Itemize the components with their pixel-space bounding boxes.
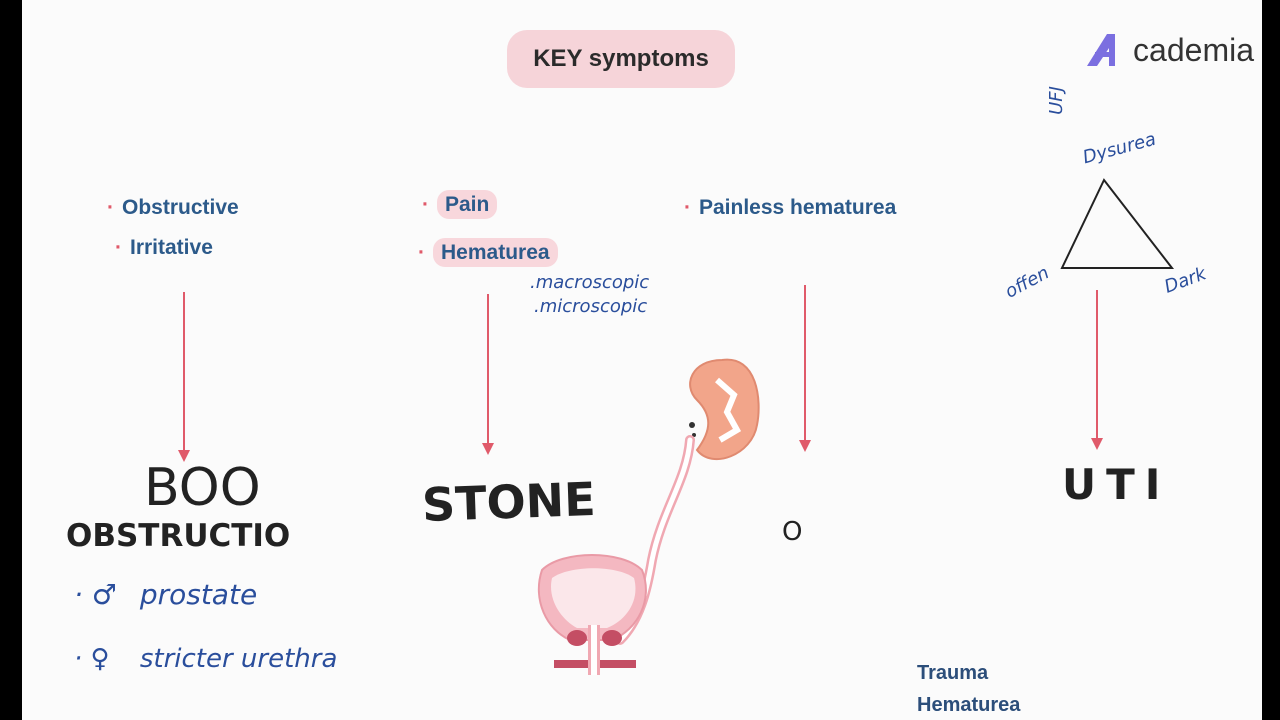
symptom-irritative: ·Irritative [115, 236, 213, 259]
uti-triangle-icon [1060, 178, 1175, 269]
page-title: KEY symptoms [507, 30, 735, 88]
arrow-obstructive-icon [178, 292, 190, 462]
footer-hematurea: Hematurea [917, 694, 1021, 716]
cause-prostate: · ♂ prostate [74, 578, 258, 611]
male-symbol-icon: ♂ [91, 578, 117, 611]
note-microscopic: .microscopic [534, 296, 648, 317]
diagnosis-uti: UTI [1062, 460, 1171, 509]
symptom-painless-hematurea: ·Painless hematurea [684, 196, 897, 219]
arrow-painless-icon [799, 285, 811, 452]
symptom-hematurea: ·Hematurea [418, 238, 558, 267]
footer-trauma: Trauma [917, 662, 989, 684]
diagnosis-obstruction: OBSTRUCTIO [66, 518, 291, 554]
logo-text: cademia [1133, 31, 1254, 68]
bladder-icon [537, 554, 647, 675]
arrow-uti-icon [1091, 290, 1103, 450]
symptom-obstructive: ·Obstructive [107, 196, 239, 219]
female-symbol-icon: ♀ [90, 644, 110, 674]
note-macroscopic: .macroscopic [530, 272, 650, 293]
diagnosis-boo: BOO [144, 458, 261, 518]
diagnosis-o: O [782, 517, 803, 547]
academia-logo: cademia [1085, 30, 1254, 70]
academia-A-logo-icon [1087, 34, 1116, 66]
cause-stricter-urethra: · ♀ stricter urethra [74, 644, 338, 674]
diagram-drawings [178, 178, 1175, 675]
whiteboard-canvas: KEY symptoms cademia ·Obstructive ·Irrit… [22, 0, 1262, 720]
symptom-pain: ·Pain [422, 190, 498, 219]
diagnosis-stone: STONE [421, 471, 597, 533]
arrow-stone-icon [482, 294, 494, 455]
side-note-ufj: UFJ [1045, 86, 1067, 115]
